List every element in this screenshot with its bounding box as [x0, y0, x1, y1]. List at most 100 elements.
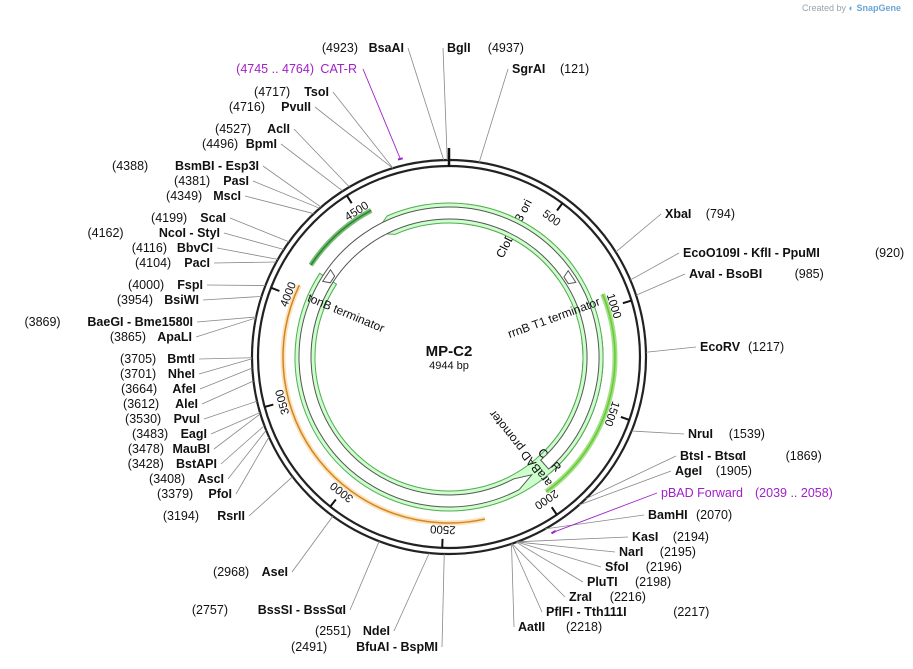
site-leader-line: [252, 180, 320, 209]
site-apali[interactable]: ApaLI(3865): [110, 317, 257, 344]
site-nhei[interactable]: NheI(3701): [120, 358, 253, 381]
site-bsiwi[interactable]: BsiWI(3954): [117, 293, 262, 307]
site-pvuii[interactable]: PvuII(4716): [229, 100, 393, 169]
site-leader-line: [442, 47, 448, 161]
site-agei[interactable]: AgeI(1905): [578, 464, 752, 506]
site-bsmbi[interactable]: BsmBI - Esp3I(4388): [112, 159, 322, 208]
site-position: (3483): [132, 427, 168, 441]
site-position: (2070): [696, 508, 732, 522]
site-position: (920): [875, 246, 904, 260]
tick-mark: [550, 506, 558, 516]
site-bsaai[interactable]: BsaAI(4923): [322, 41, 445, 161]
site-position: (3612): [123, 397, 159, 411]
site-position: (3428): [128, 457, 164, 471]
site-pasi[interactable]: PasI(4381): [174, 174, 320, 209]
site-name: EcoO109I - KflI - PpuMI: [683, 246, 820, 260]
site-position: (1539): [729, 427, 765, 441]
site-baegi[interactable]: BaeGI - Bme1580I(3869): [24, 315, 257, 329]
site-leader-line: [393, 552, 430, 632]
site-kasi[interactable]: KasI(2194): [517, 530, 709, 544]
site-scai[interactable]: ScaI(4199): [151, 211, 290, 243]
site-asei[interactable]: AseI(2968): [213, 515, 334, 579]
site-ncoi[interactable]: NcoI - StyI (4162): [87, 226, 284, 250]
site-name: AvaI - BsoBI: [689, 267, 762, 281]
site-aatii[interactable]: AatII(2218): [511, 543, 602, 634]
site-ecorv[interactable]: EcoRV(1217): [645, 340, 784, 354]
site-position: (4116): [132, 241, 167, 255]
site-ndei[interactable]: NdeI(2551): [315, 552, 430, 638]
site-bsssi[interactable]: BssSI - BssSαI(2757): [192, 541, 380, 617]
site-zrai[interactable]: ZraI(2216): [511, 543, 646, 604]
site-avai[interactable]: AvaI - BsoBI(985): [635, 267, 824, 296]
site-nari[interactable]: NarI (2195): [516, 541, 696, 559]
site-nrui[interactable]: NruI(1539): [631, 427, 765, 441]
site-position: (3701): [120, 367, 156, 381]
site-bbvci[interactable]: BbvCI (4116): [132, 241, 278, 260]
site-name: BfuAI - BspMI: [356, 640, 438, 654]
site-maubi[interactable]: MauBI(3478): [128, 413, 261, 456]
primer-cat-r[interactable]: CAT-R(4745 .. 4764): [236, 62, 403, 161]
site-leader-line: [227, 430, 267, 480]
primer-pbad-forward[interactable]: pBAD Forward(2039 .. 2058): [550, 486, 833, 535]
feature-cmr[interactable]: [294, 202, 604, 512]
site-rsrii[interactable]: RsrII(3194): [163, 476, 293, 523]
site-acli[interactable]: AclI(4527): [215, 122, 350, 188]
highlight-arc-line: [310, 209, 372, 266]
site-sgrai[interactable]: SgrAI(121): [478, 62, 589, 163]
terminator-marker[interactable]: [562, 269, 577, 287]
site-pfoi[interactable]: PfoI(3379): [157, 436, 270, 501]
site-bamhi[interactable]: BamHI(2070): [545, 508, 732, 530]
site-name: NcoI - StyI: [159, 226, 220, 240]
promoter-arrow[interactable]: [298, 206, 600, 508]
site-fspi[interactable]: FspI (4000): [128, 278, 266, 292]
site-position: (2195): [660, 545, 696, 559]
site-bfuai[interactable]: BfuAI - BspMI(2491): [291, 553, 445, 654]
site-sfoi[interactable]: SfoI(2196): [516, 541, 682, 574]
site-alei[interactable]: AleI(3612): [123, 380, 254, 411]
site-leader-line: [262, 165, 322, 208]
site-leader-line: [645, 346, 697, 353]
site-position: (3865): [110, 330, 146, 344]
site-afei[interactable]: AfeI(3664): [121, 367, 253, 396]
site-paci[interactable]: PacI(4104): [135, 256, 277, 270]
site-bmti[interactable]: BmtI(3705): [120, 352, 253, 366]
site-name: SfoI: [605, 560, 629, 574]
site-msci[interactable]: MscI(4349): [166, 189, 314, 215]
site-tsoi[interactable]: TsoI(4717): [254, 85, 394, 169]
site-name: AscI: [198, 472, 224, 486]
site-position: (4162): [87, 226, 123, 240]
site-asci[interactable]: AscI (3408): [149, 430, 267, 486]
site-leader-line: [293, 128, 350, 188]
tick-mark: [622, 299, 632, 305]
site-leader-line: [198, 358, 253, 375]
site-position: (3408): [149, 472, 185, 486]
primer-leader-line: [362, 68, 401, 160]
terminator-marker[interactable]: [321, 268, 337, 286]
site-bpmi[interactable]: BpmI(4496): [202, 137, 344, 192]
site-position: (4000): [128, 278, 164, 292]
site-xbai[interactable]: XbaI(794): [615, 207, 735, 253]
site-eagi[interactable]: EagI(3483): [132, 412, 261, 441]
site-leader-line: [213, 413, 261, 450]
site-bgli[interactable]: BglI(4937): [442, 41, 524, 161]
site-leader-line: [220, 425, 265, 465]
site-position: (4527): [215, 122, 251, 136]
site-name: BbvCI: [177, 241, 213, 255]
site-name: SgrAI: [512, 62, 545, 76]
tick-label: 500: [540, 208, 563, 229]
site-ecoo109i[interactable]: EcoO109I - KflI - PpuMI (920): [630, 246, 904, 281]
site-pvui[interactable]: PvuI(3530): [125, 400, 258, 426]
site-name: EcoRV: [700, 340, 741, 354]
site-bstapi[interactable]: BstAPI (3428): [128, 425, 265, 471]
site-btsi[interactable]: BtsI - BtsαI(1869): [585, 449, 822, 500]
site-name: FspI: [177, 278, 203, 292]
site-pflfi[interactable]: PflFI - Tth111I(2217): [511, 543, 710, 619]
tick-mark: [270, 286, 280, 292]
site-name: NarI: [619, 545, 643, 559]
site-pluti[interactable]: PluTI(2198): [516, 541, 671, 589]
site-name: BstAPI: [176, 457, 217, 471]
site-leader-line: [213, 261, 277, 264]
site-name: BsiWI: [164, 293, 199, 307]
site-leader-line: [631, 430, 685, 435]
primer-name: CAT-R: [320, 62, 357, 76]
